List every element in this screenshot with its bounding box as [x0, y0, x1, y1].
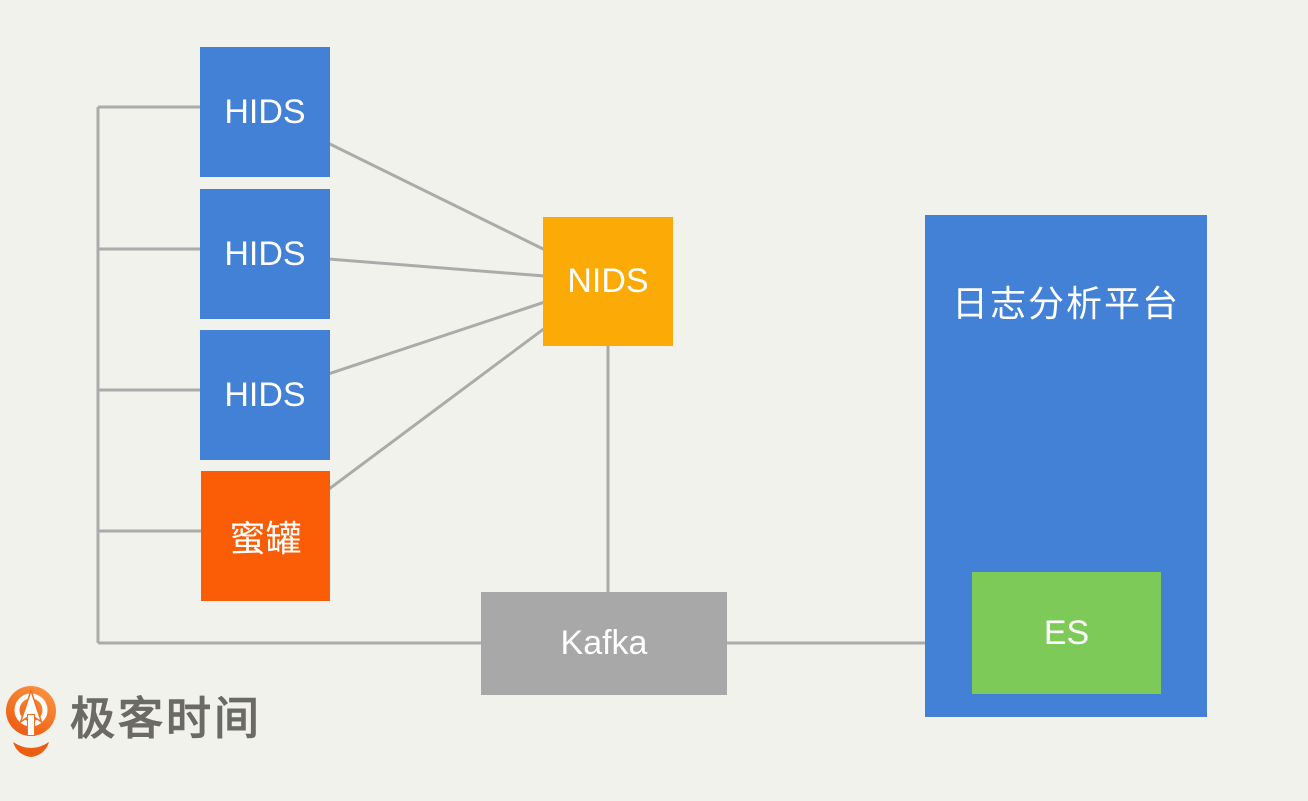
node-hids-1-label: HIDS	[224, 92, 306, 131]
geek-time-pin-icon	[6, 686, 56, 757]
node-es: ES	[972, 572, 1161, 694]
node-honeypot: 蜜罐	[201, 471, 330, 601]
node-nids-label: NIDS	[567, 262, 649, 300]
node-nids: NIDS	[543, 217, 673, 346]
node-es-label: ES	[1043, 613, 1090, 652]
node-hids-1: HIDS	[200, 47, 330, 177]
geek-time-logo-text: 极客时间	[70, 693, 263, 744]
node-hids-3: HIDS	[200, 330, 330, 460]
node-kafka: Kafka	[481, 592, 727, 695]
node-hids-2: HIDS	[200, 189, 330, 319]
node-honeypot-label: 蜜罐	[229, 518, 302, 559]
node-kafka-label: Kafka	[560, 624, 648, 662]
node-log-analysis-platform-label: 日志分析平台	[951, 283, 1180, 324]
node-hids-3-label: HIDS	[224, 375, 306, 414]
node-hids-2-label: HIDS	[224, 234, 306, 273]
geek-time-logo: 极客时间	[4, 684, 262, 762]
